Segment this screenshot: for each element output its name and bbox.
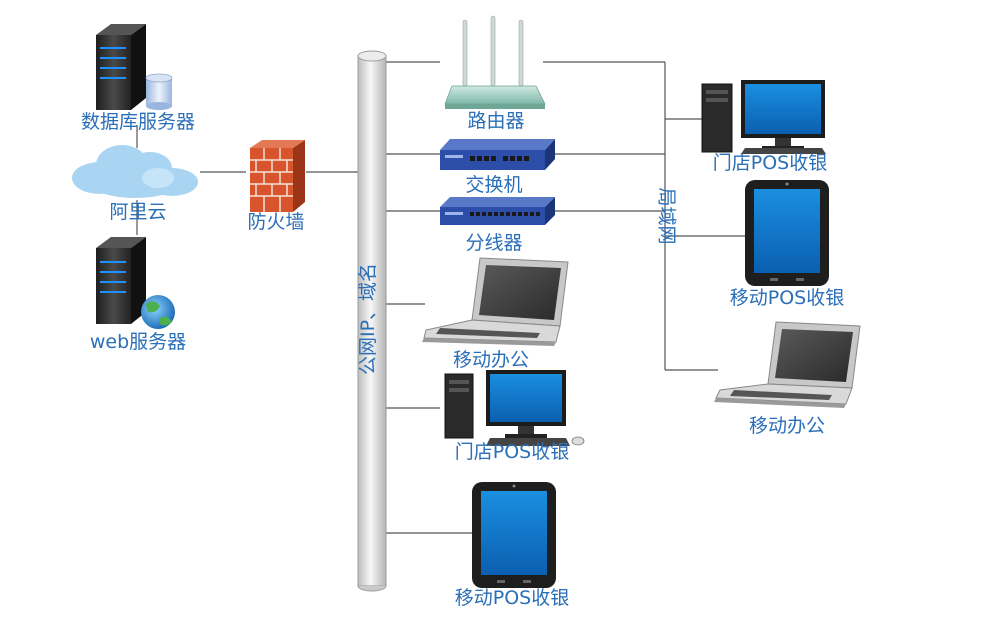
tablet-icon xyxy=(472,482,556,588)
cloud-icon xyxy=(72,145,198,198)
web-server-icon xyxy=(96,237,175,329)
router-label: 路由器 xyxy=(467,110,525,132)
network-switch-icon xyxy=(440,139,555,170)
mobile-office-right-label: 移动办公 xyxy=(748,415,826,437)
brick-firewall-icon xyxy=(250,140,305,212)
desktop-computer-icon xyxy=(444,370,585,446)
firewall-label: 防火墙 xyxy=(247,211,305,233)
network-hub-icon xyxy=(440,197,555,225)
mobile-pos-right-label: 移动POS收银 xyxy=(729,287,845,309)
store-pos-right-label: 门店POS收银 xyxy=(712,152,828,174)
mobile-office-left-label: 移动办公 xyxy=(452,349,530,371)
wireless-router-icon xyxy=(444,15,546,109)
store-pos-left-label: 门店POS收银 xyxy=(454,441,570,463)
tablet-icon xyxy=(745,180,829,286)
connection-lines xyxy=(136,61,745,534)
desktop-computer-icon xyxy=(701,80,826,154)
laptop-icon xyxy=(714,321,861,408)
switch-label: 交换机 xyxy=(465,174,523,196)
laptop-icon xyxy=(422,257,569,346)
web-server-label: web服务器 xyxy=(89,331,187,353)
aliyun-label: 阿里云 xyxy=(109,201,167,223)
database-server-icon xyxy=(96,24,173,110)
lan-label: 局域网 xyxy=(655,187,678,245)
db-server-label: 数据库服务器 xyxy=(80,111,196,133)
public-network-bus xyxy=(357,50,387,592)
public-bus-label: 公网IP、域名 xyxy=(357,262,380,376)
splitter-label: 分线器 xyxy=(465,232,523,254)
mobile-pos-left-label: 移动POS收银 xyxy=(454,587,570,609)
